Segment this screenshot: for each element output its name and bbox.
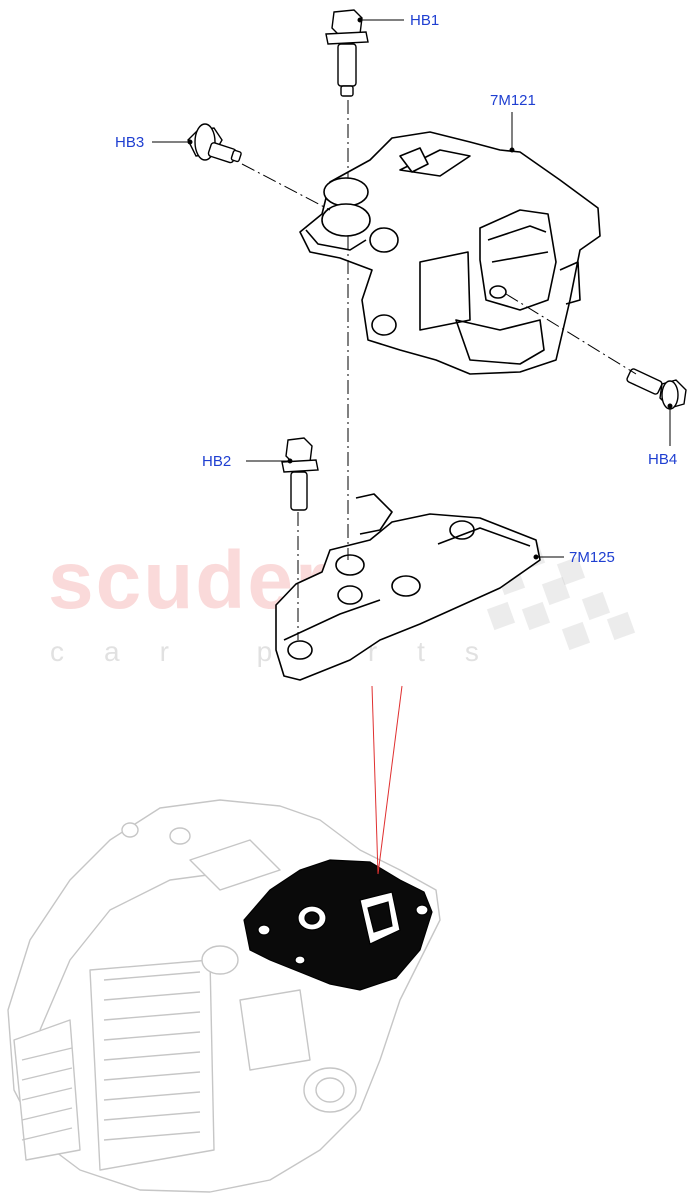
assembly-axis-lines [241,100,637,640]
highlighted-mount-installed [243,859,433,991]
installation-guide-lines [371,685,403,875]
leader-lines [152,17,673,560]
hb1-bolt [325,9,369,97]
callout-7m125[interactable]: 7M125 [569,549,615,566]
lower-bracket-7m125 [275,493,541,681]
callout-7m121[interactable]: 7M121 [490,92,536,109]
callout-hb3[interactable]: HB3 [115,134,145,151]
watermark-tagline: car parts [50,636,519,667]
upper-mount-7m121 [299,131,601,375]
hb3-bolt [187,123,242,164]
callout-hb1[interactable]: HB1 [410,12,440,29]
callout-hb2[interactable]: HB2 [202,453,232,470]
callout-hb4[interactable]: HB4 [648,451,678,468]
transmission-assembly [7,799,441,1193]
hb2-bolt [281,437,319,511]
hb4-bolt [626,368,687,410]
